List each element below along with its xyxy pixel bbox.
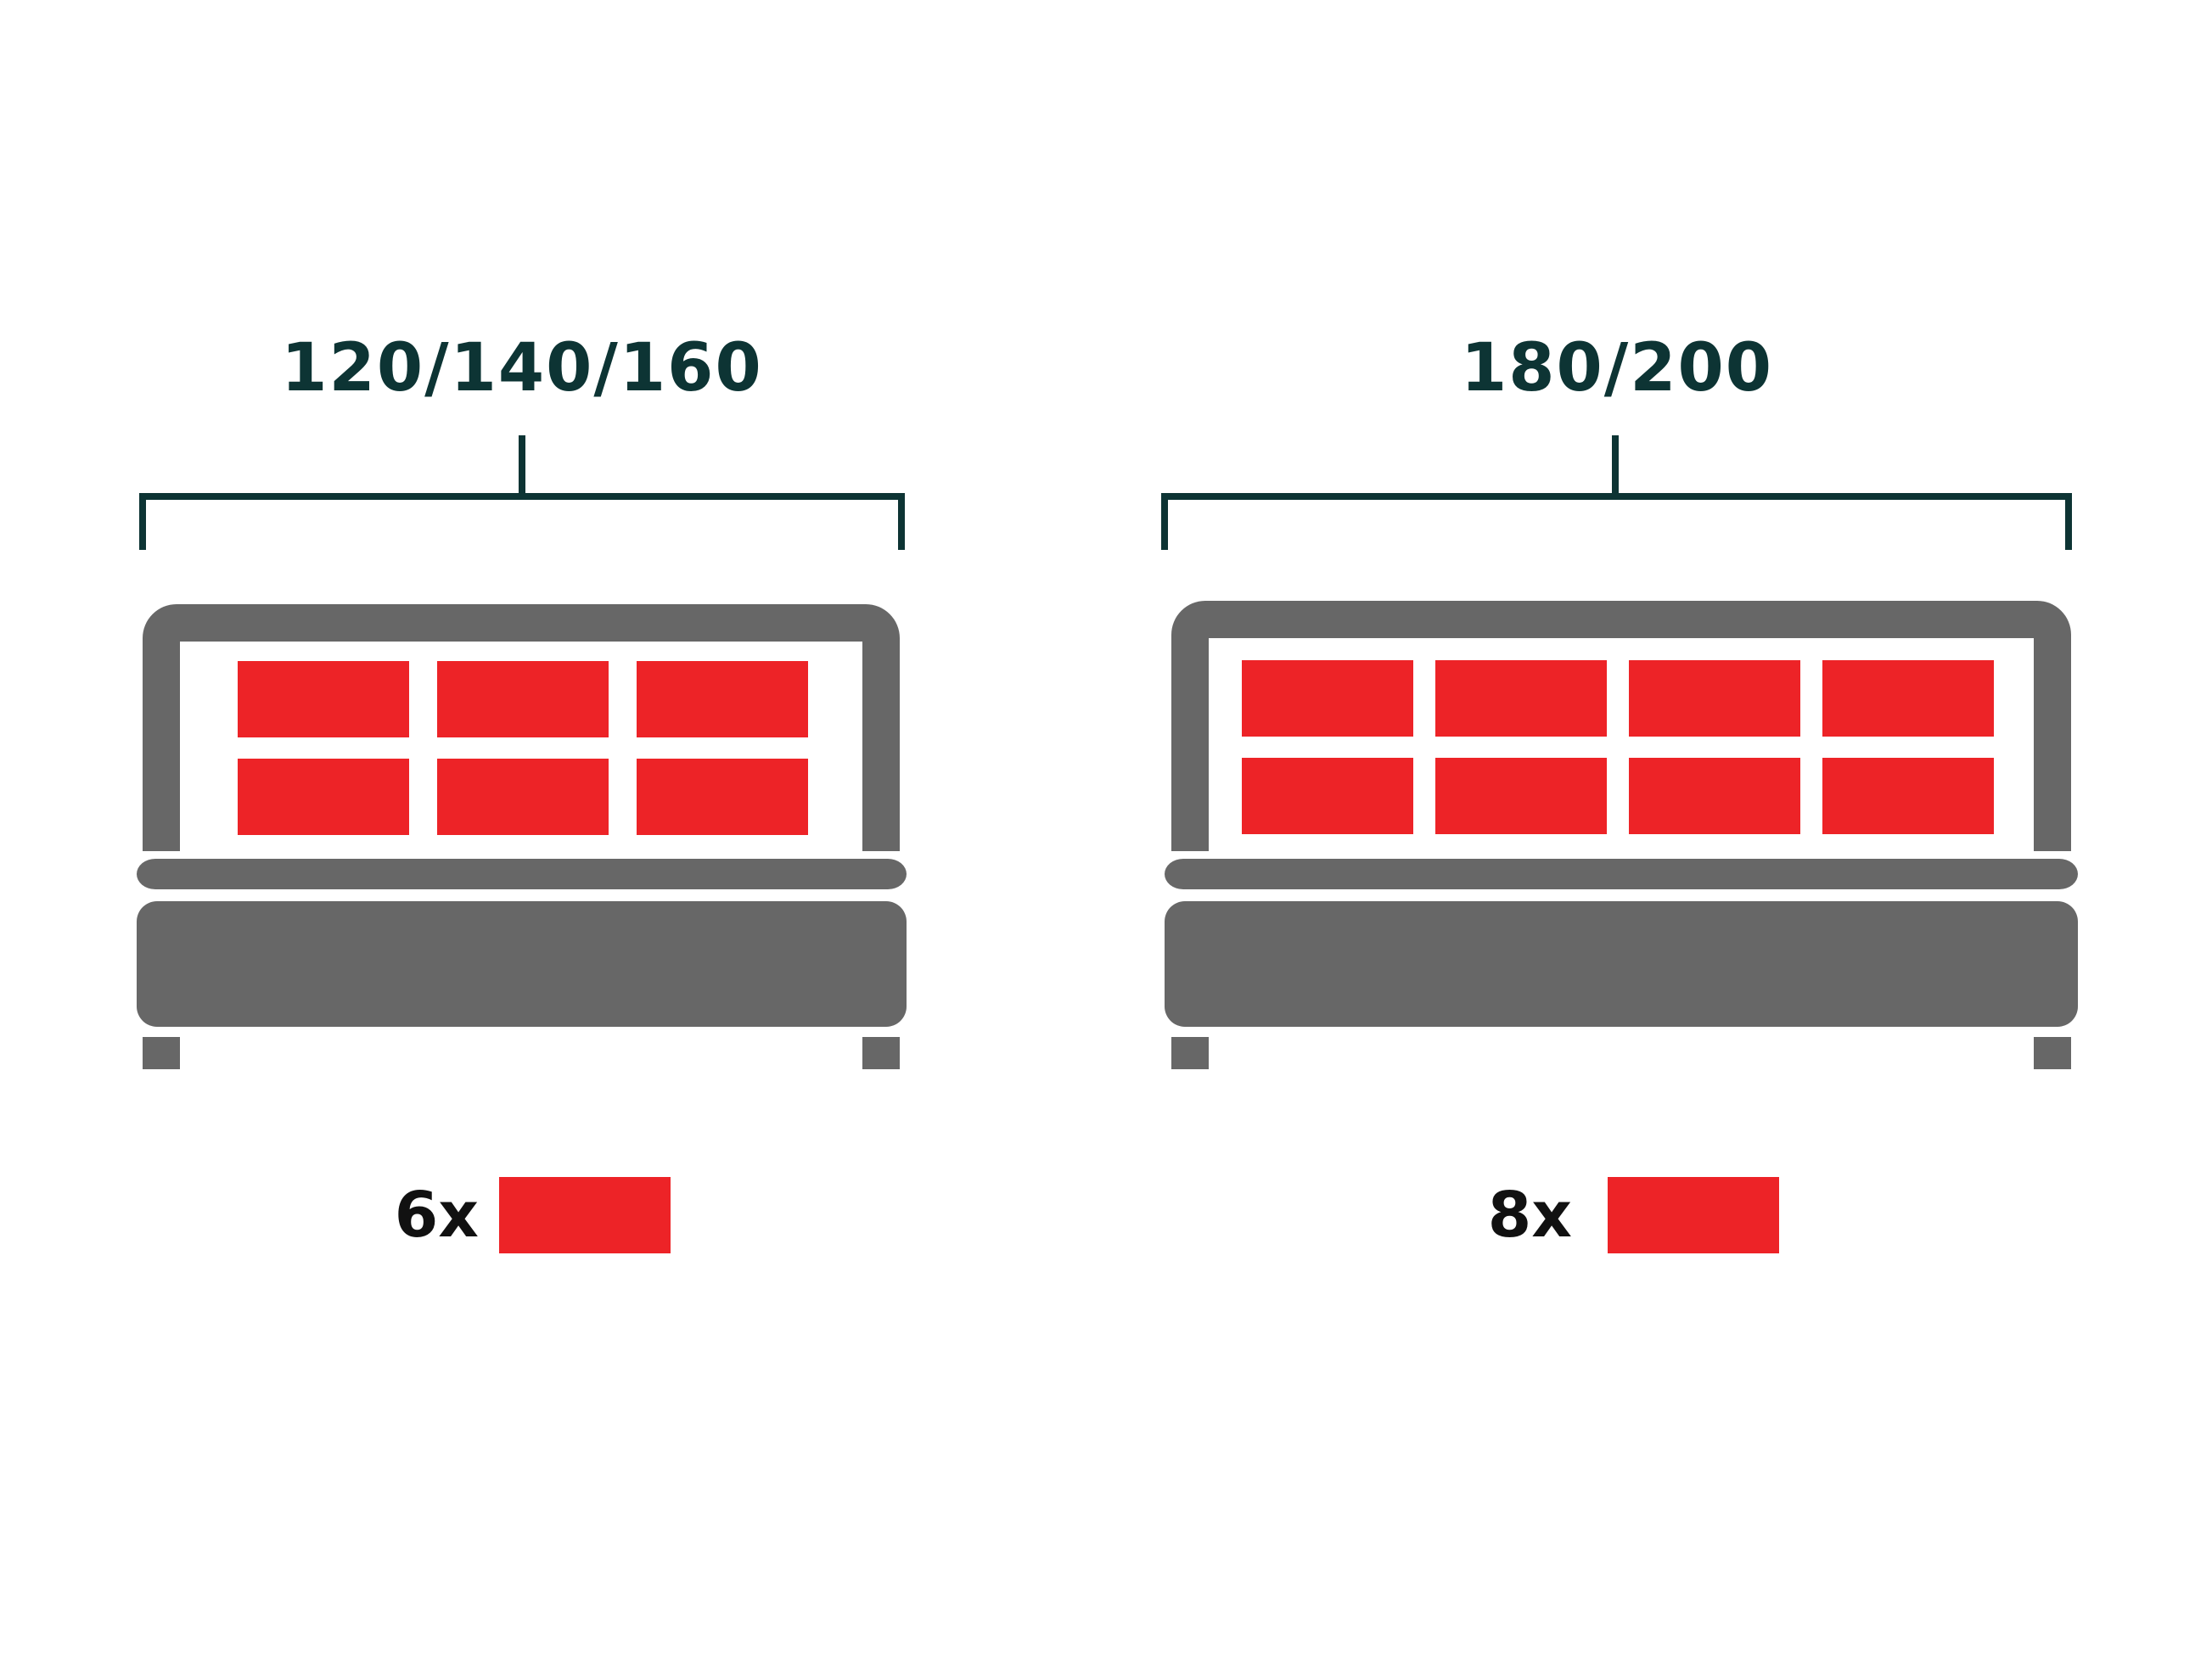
pillow-icon xyxy=(499,1177,671,1253)
pillow-icon xyxy=(437,759,609,835)
pillow-icon xyxy=(1435,660,1607,737)
mattress-top xyxy=(1165,859,2078,889)
pillow-icon xyxy=(637,661,808,737)
headboard xyxy=(143,604,900,851)
pillow-icon xyxy=(238,661,409,737)
pillow-icon xyxy=(1242,660,1413,737)
width-label-right: 180/200 xyxy=(1461,330,1773,406)
pillow-grid-left xyxy=(238,661,808,835)
bed-leg-left xyxy=(1171,1037,1209,1069)
bed-leg-right xyxy=(2034,1037,2071,1069)
bed-icon xyxy=(137,604,907,1069)
mattress-top xyxy=(137,859,907,889)
pillow-icon xyxy=(1822,660,1994,737)
headboard xyxy=(1171,601,2071,851)
pillow-icon xyxy=(1242,758,1413,834)
count-label-left: 6x xyxy=(395,1179,479,1252)
pillow-icon xyxy=(1822,758,1994,834)
bed-leg-right xyxy=(862,1037,900,1069)
pillow-icon xyxy=(1435,758,1607,834)
pillow-icon xyxy=(1608,1177,1779,1253)
pillow-icon xyxy=(1629,660,1800,737)
width-bracket-icon xyxy=(1161,435,2072,550)
mattress-base xyxy=(137,901,907,1027)
width-label-left: 120/140/160 xyxy=(281,330,762,406)
pillow-icon xyxy=(238,759,409,835)
bed-group-right: 180/200 8x xyxy=(1161,330,2078,1253)
count-label-right: 8x xyxy=(1488,1179,1572,1252)
bed-icon xyxy=(1165,601,2078,1069)
bed-leg-left xyxy=(143,1037,180,1069)
bed-group-left: 120/140/160 6x xyxy=(137,330,907,1253)
pillow-icon xyxy=(637,759,808,835)
pillow-icon xyxy=(1629,758,1800,834)
pillow-icon xyxy=(437,661,609,737)
pillow-grid-right xyxy=(1242,660,1994,834)
width-bracket-icon xyxy=(139,435,905,550)
mattress-base xyxy=(1165,901,2078,1027)
